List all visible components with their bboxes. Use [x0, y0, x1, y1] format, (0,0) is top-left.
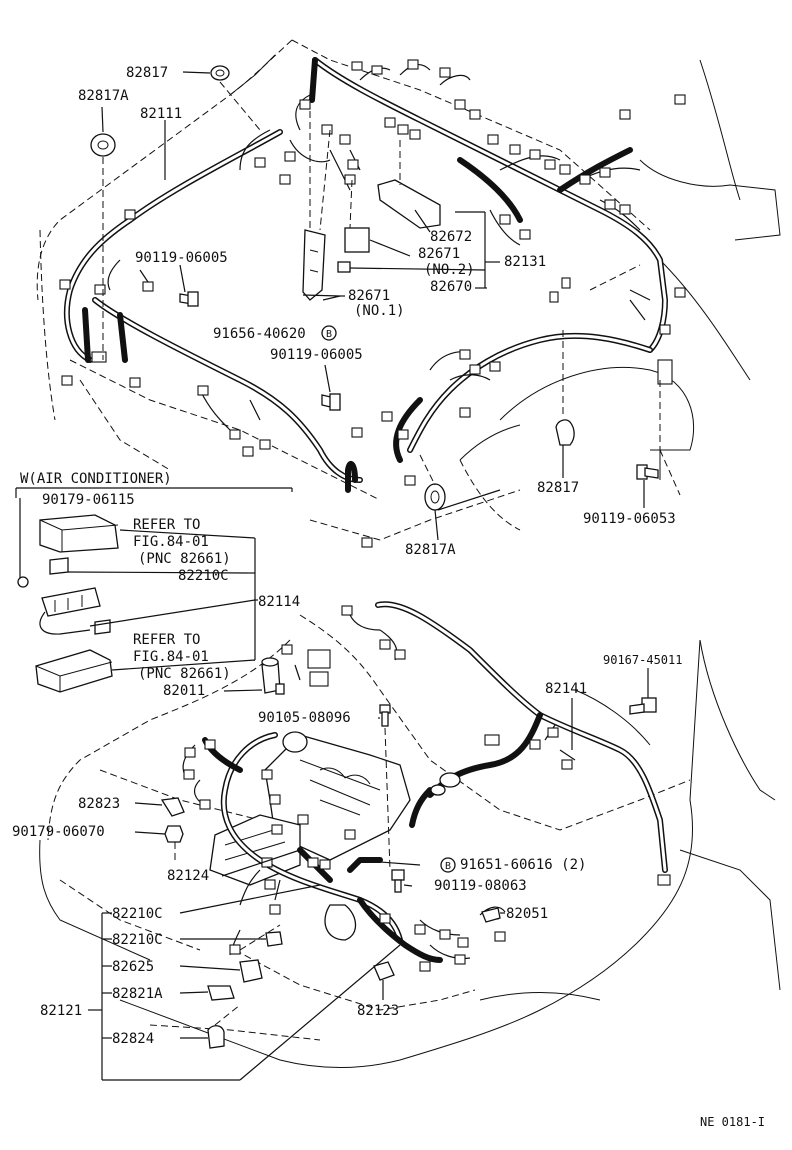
label-pnc-1: (PNC 82661) [138, 551, 231, 567]
marker-b-91651: B [440, 857, 456, 873]
label-82011: 82011 [163, 683, 205, 699]
label-90167-45011: 90167-45011 [603, 653, 682, 667]
label-90119-06005-b: 90119-06005 [270, 347, 363, 363]
lower-leaders [88, 668, 649, 1081]
label-82821A: 82821A [112, 986, 163, 1002]
upper-harness-82131 [309, 57, 668, 353]
label-82817-top: 82817 [126, 65, 168, 81]
label-82210C-c: 82210C [112, 932, 163, 948]
lower-harness-82141 [375, 601, 668, 873]
bolt-90119-08063 [391, 869, 405, 893]
label-82124: 82124 [167, 868, 209, 884]
label-82210C-a: 82210C [178, 568, 229, 584]
label-82111: 82111 [140, 106, 182, 122]
marker-letter: B [326, 329, 332, 340]
label-82817A-mid: 82817A [405, 542, 456, 558]
label-82824: 82824 [112, 1031, 154, 1047]
label-refer-to-1: REFER TO [133, 517, 200, 533]
clamp-82123 [373, 961, 395, 981]
label-82210C-b: 82210C [112, 906, 163, 922]
lower-body-outline [39, 614, 781, 1068]
holder-82821A [207, 985, 235, 1001]
bolt-90119-06005-a [179, 291, 199, 307]
grommet-82817-mid [555, 419, 575, 446]
label-90105-08096: 90105-08096 [258, 710, 351, 726]
upper-harness-engine-side [393, 332, 653, 463]
label-pnc-2: (PNC 82661) [138, 666, 231, 682]
clamp-82625 [239, 959, 263, 983]
drawing-code: NE 0181-I [700, 1115, 765, 1129]
lower-connectors [183, 605, 671, 972]
marker-b-91656: B [321, 325, 337, 341]
clamp-82823 [160, 797, 185, 817]
label-91651-60616: 91651-60616 (2) [460, 857, 586, 873]
grommet-82817A-top [90, 133, 116, 157]
label-82051: 82051 [506, 906, 548, 922]
label-82114: 82114 [258, 594, 300, 610]
label-82625: 82625 [112, 959, 154, 975]
clamp-82051 [481, 907, 501, 923]
label-fig-1: FIG.84-01 [133, 534, 209, 550]
label-82817A-top: 82817A [78, 88, 129, 104]
label-90119-08063: 90119-08063 [434, 878, 527, 894]
label-refer-to-2: REFER TO [133, 632, 200, 648]
bolt-90167-45011 [629, 697, 657, 715]
bracket-82670 [302, 229, 326, 301]
label-82817-mid: 82817 [537, 480, 579, 496]
upper-connectors [59, 59, 686, 548]
label-82141: 82141 [545, 681, 587, 697]
label-82131: 82131 [504, 254, 546, 270]
upper-harness-82111 [64, 129, 363, 493]
grommet-82817A-mid [424, 483, 446, 511]
label-82123: 82123 [357, 1003, 399, 1019]
label-91656-40620: 91656-40620 [213, 326, 306, 342]
relay-82671-no2 [337, 227, 370, 273]
bolt-90105-08096 [379, 704, 391, 727]
grommet-82817-top [210, 65, 230, 81]
part-labels: 82817 82817A 82111 90119-06005 91656-406… [12, 65, 765, 1129]
label-82672: 82672 [430, 229, 472, 245]
nut-90179-06070 [164, 825, 184, 843]
label-no1: (NO.1) [354, 303, 405, 319]
label-82823: 82823 [78, 796, 120, 812]
upper-body-outline [36, 39, 781, 541]
bolt-90119-06005-b [321, 393, 341, 411]
bracket-82672 [377, 179, 441, 229]
cover-82824 [207, 1025, 225, 1049]
upper-leaders [101, 71, 681, 541]
label-82670: 82670 [430, 279, 472, 295]
label-82671-no2: 82671 [418, 246, 460, 262]
marker-letter: B [445, 861, 451, 872]
label-90119-06005-a: 90119-06005 [135, 250, 228, 266]
upper-branch-wires [107, 63, 651, 431]
ac-inset [15, 487, 293, 693]
label-90119-06053: 90119-06053 [583, 511, 676, 527]
sensor-82011 [261, 657, 285, 695]
label-fig-2: FIG.84-01 [133, 649, 209, 665]
label-no2: (NO.2) [424, 262, 475, 278]
bolt-90119-06053 [636, 464, 659, 480]
clip-82210C-c [265, 931, 283, 947]
label-82121: 82121 [40, 1003, 82, 1019]
label-90179-06115: 90179-06115 [42, 492, 135, 508]
label-90179-06070: 90179-06070 [12, 824, 105, 840]
label-82671-no1: 82671 [348, 288, 390, 304]
label-ac-heading: W(AIR CONDITIONER) [20, 471, 172, 487]
